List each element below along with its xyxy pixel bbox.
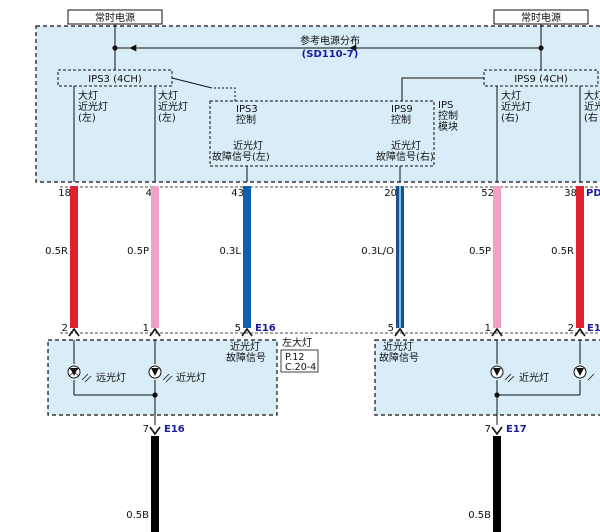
ch4-line3: (右 bbox=[584, 111, 598, 124]
wire-6-red bbox=[576, 186, 584, 328]
ips9-control-line1: IPS9 bbox=[391, 104, 413, 115]
right-low-beam-label: 近光灯 bbox=[519, 371, 549, 384]
ips3-label: IPS3 (4CH) bbox=[88, 74, 142, 85]
left-headlamp-box bbox=[47, 339, 278, 416]
ground-pin-right: 7 bbox=[485, 424, 491, 435]
left-high-beam-label: 远光灯 bbox=[96, 371, 126, 384]
ips-module-label-2: 控制 bbox=[438, 109, 458, 122]
ips-module-label-1: IPS bbox=[438, 100, 453, 111]
power-source-right-label: 常时电源 bbox=[521, 11, 561, 24]
left-headlamp-ref-box bbox=[280, 349, 319, 373]
left-low-beam-label: 近光灯 bbox=[176, 371, 206, 384]
power-source-left-label: 常时电源 bbox=[95, 11, 135, 24]
wire-spec-5: 0.5P bbox=[469, 246, 491, 257]
power-source-right: 常时电源 bbox=[493, 9, 589, 25]
left-fault-line2: 故障信号 bbox=[226, 351, 266, 364]
lamp-pin-4: 5 bbox=[388, 323, 394, 334]
lamp-icon bbox=[490, 365, 504, 379]
wire-spec-4: 0.3L/O bbox=[361, 246, 394, 257]
reference-title: 参考电源分布 bbox=[300, 34, 360, 47]
left-headlamp-ref2[interactable]: C.20-4 bbox=[285, 362, 316, 373]
lamp-connector-right-link[interactable]: E1 bbox=[587, 323, 600, 334]
lamp-pin-6: 2 bbox=[568, 323, 574, 334]
wires bbox=[70, 186, 584, 328]
wire-5-pink bbox=[493, 186, 501, 328]
ground-spec-right: 0.5B bbox=[468, 510, 491, 521]
left-fault-line1: 近光灯 bbox=[230, 340, 260, 353]
ch1-line2: 近光灯 bbox=[78, 100, 108, 113]
right-headlamp-box bbox=[374, 339, 600, 416]
ground-wire-right bbox=[493, 436, 501, 532]
ips-module-label-3: 模块 bbox=[438, 121, 458, 133]
wire-spec-2: 0.5P bbox=[127, 246, 149, 257]
ch2-line1: 大灯 bbox=[158, 89, 178, 102]
wire-2-pink bbox=[151, 186, 159, 328]
lamp-pin-3: 5 bbox=[235, 323, 241, 334]
top-pin-4: 20 bbox=[384, 188, 397, 199]
ground-conn-left-link[interactable]: E16 bbox=[164, 424, 185, 435]
left-headlamp-ref1[interactable]: P.12 bbox=[285, 352, 304, 363]
top-pin-2: 4 bbox=[146, 188, 152, 199]
top-pin-3: 43 bbox=[231, 188, 244, 199]
wire-spec-6: 0.5R bbox=[551, 246, 574, 257]
top-connector-link[interactable]: PD bbox=[586, 188, 600, 199]
ch4-line1: 大灯 bbox=[584, 89, 600, 102]
lamp-icon bbox=[67, 365, 81, 379]
lamp-pin-2: 1 bbox=[143, 323, 149, 334]
top-pin-6: 38 bbox=[564, 188, 577, 199]
lamp-connector-left-link[interactable]: E16 bbox=[255, 323, 276, 334]
right-fault-line1: 近光灯 bbox=[383, 340, 413, 353]
ips-control-box bbox=[209, 100, 435, 167]
ground-spec-left: 0.5B bbox=[126, 510, 149, 521]
fault-left-line2: 故障信号(左) bbox=[212, 150, 270, 163]
wire-3-blue bbox=[243, 186, 251, 328]
ch3-line2: 近光灯 bbox=[501, 100, 531, 113]
ground-conn-right-link[interactable]: E17 bbox=[506, 424, 527, 435]
ips3-control-line2: 控制 bbox=[236, 113, 256, 126]
wire-spec-3: 0.3L bbox=[220, 246, 242, 257]
ch3-line3: (右) bbox=[501, 111, 519, 124]
reference-code-link[interactable]: (SD110-7) bbox=[302, 49, 359, 60]
ch1-line1: 大灯 bbox=[78, 89, 98, 102]
top-pin-5: 52 bbox=[481, 188, 494, 199]
lamp-icon bbox=[148, 365, 162, 379]
wire-1-red bbox=[70, 186, 78, 328]
ips9-label: IPS9 (4CH) bbox=[514, 74, 568, 85]
lamp-pin-5: 1 bbox=[485, 323, 491, 334]
ground-pin-left: 7 bbox=[143, 424, 149, 435]
ground-wire-left bbox=[151, 436, 159, 532]
ch3-line1: 大灯 bbox=[501, 89, 521, 102]
top-pin-1: 18 bbox=[58, 188, 71, 199]
power-source-left: 常时电源 bbox=[67, 9, 163, 25]
ch1-line3: (左) bbox=[78, 111, 96, 124]
ch2-line2: 近光灯 bbox=[158, 100, 188, 113]
right-fault-line2: 故障信号 bbox=[379, 351, 419, 364]
lamp-pin-1: 2 bbox=[62, 323, 68, 334]
lamp-icon bbox=[573, 365, 587, 379]
fault-left-line1: 近光灯 bbox=[233, 139, 263, 152]
ch4-line2: 近光 bbox=[584, 100, 600, 113]
ips3-control-line1: IPS3 bbox=[236, 104, 258, 115]
left-headlamp-name: 左大灯 bbox=[282, 336, 312, 349]
wire-spec-1: 0.5R bbox=[45, 246, 68, 257]
fault-right-line1: 近光灯 bbox=[391, 139, 421, 152]
ips9-control-line2: 控制 bbox=[391, 113, 411, 126]
ch2-line3: (左) bbox=[158, 111, 176, 124]
fault-right-line2: 故障信号(右) bbox=[376, 150, 434, 163]
